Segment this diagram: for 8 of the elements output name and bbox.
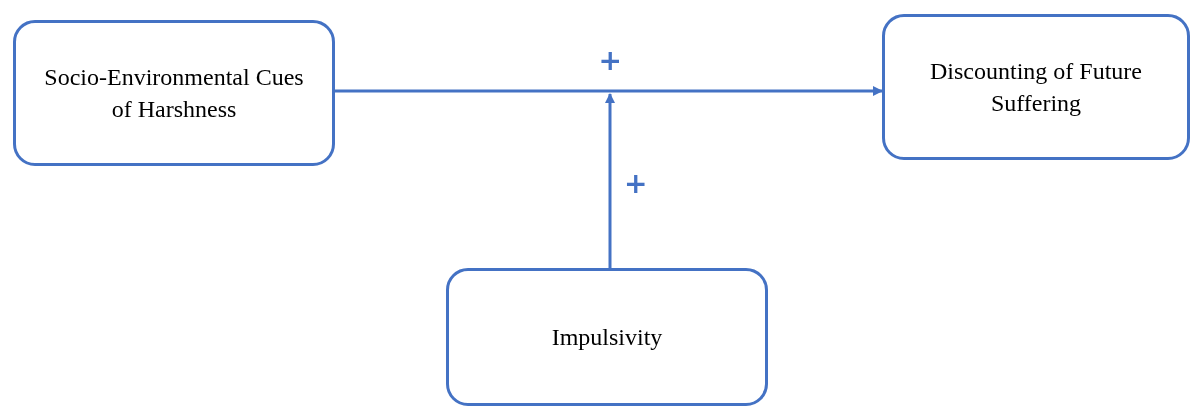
rounded-box	[13, 20, 335, 166]
rounded-box	[446, 268, 768, 406]
node-text: Impulsivity	[551, 323, 663, 352]
rounded-box	[882, 14, 1190, 160]
arrow	[335, 86, 883, 96]
arrow	[605, 93, 615, 268]
node-text: Discounting of Future Suffering	[929, 57, 1143, 118]
node-text: Socio-Environmental Cues of Harshness	[43, 63, 305, 124]
